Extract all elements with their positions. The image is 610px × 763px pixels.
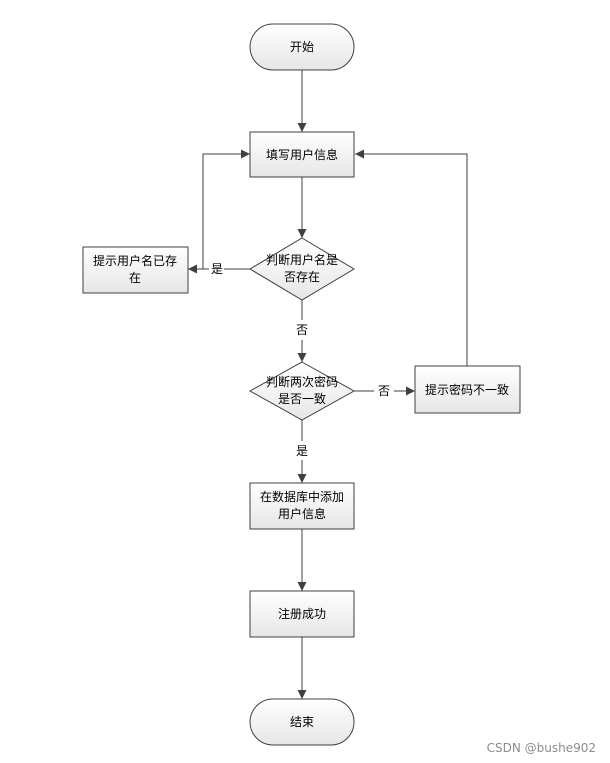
save-db-label-line1: 在数据库中添加 — [260, 489, 344, 504]
register-success-label: 注册成功 — [278, 606, 326, 621]
edge-label-username-no: 否 — [296, 323, 308, 337]
node-check-password: 判断两次密码 是否一致 — [248, 361, 356, 421]
node-register-success: 注册成功 — [249, 590, 355, 638]
node-fill-info: 填写用户信息 — [249, 131, 355, 178]
check-username-label-line2: 否存在 — [284, 270, 320, 284]
edge-user-exists-back-to-fill-info — [202, 149, 250, 269]
watermark-text: CSDN @bushe902 — [487, 741, 596, 755]
save-db-process-shape — [249, 482, 355, 530]
end-terminal-shape — [249, 698, 355, 746]
node-user-exists: 提示用户名已存 在 — [82, 246, 189, 294]
edges — [188, 70, 468, 699]
register-success-process-shape — [249, 590, 355, 638]
save-db-label-line2: 用户信息 — [278, 506, 326, 521]
user-exists-process-shape — [82, 246, 189, 294]
end-label: 结束 — [290, 715, 314, 729]
node-check-username: 判断用户名是 否存在 — [249, 237, 355, 301]
node-end: 结束 — [249, 698, 355, 746]
user-exists-label-line2: 在 — [129, 271, 141, 285]
edge-label-password-yes: 是 — [296, 444, 308, 458]
node-start: 开始 — [249, 23, 355, 71]
check-password-decision-shape — [248, 361, 356, 421]
edge-password-mismatch-back-to-fill-info — [355, 149, 468, 366]
password-mismatch-process-shape — [414, 365, 521, 414]
node-password-mismatch: 提示密码不一致 — [414, 365, 521, 414]
fill-info-process-shape — [249, 131, 355, 178]
fill-info-label: 填写用户信息 — [266, 147, 338, 162]
node-save-db: 在数据库中添加 用户信息 — [249, 482, 355, 530]
check-password-label-line1: 判断两次密码 — [266, 374, 338, 389]
start-terminal-shape — [249, 23, 355, 71]
check-password-label-line2: 是否一致 — [278, 392, 326, 406]
user-exists-label-line1: 提示用户名已存 — [93, 253, 177, 268]
start-label: 开始 — [290, 40, 314, 54]
edge-label-username-yes: 是 — [211, 262, 223, 276]
check-username-decision-shape — [249, 237, 355, 301]
edge-label-password-no: 否 — [378, 384, 390, 398]
check-username-label-line1: 判断用户名是 — [266, 252, 338, 267]
password-mismatch-label: 提示密码不一致 — [425, 382, 509, 397]
